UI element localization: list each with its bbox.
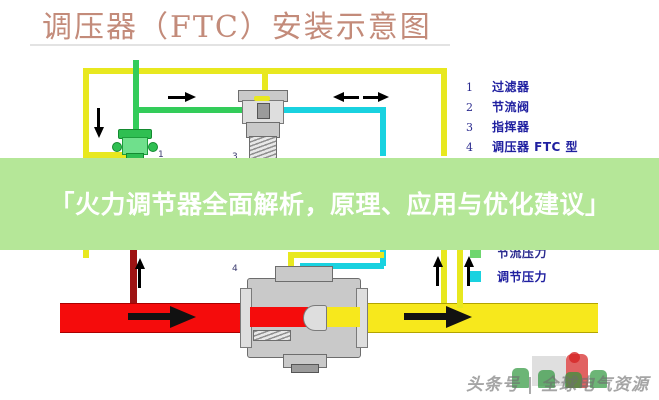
component-pilot-diaphragm-yellow: [254, 96, 270, 101]
regulator-internal-yellow: [320, 307, 360, 327]
watermark-person-green-4-icon: [590, 370, 607, 388]
arrow-down-head: [94, 127, 104, 138]
component-filter-port-right: [148, 142, 158, 152]
part-number: 1: [466, 81, 473, 94]
parts-legend: 1 过滤器 2 节流阀 3 指挥器 4 调压器 FTC 型: [466, 78, 651, 158]
arrow-green-tail: [168, 96, 186, 99]
color-legend-label: 调节压力: [497, 269, 548, 284]
pipe-cyan-lower-horizontal: [300, 263, 384, 269]
callout-number-4: 4: [232, 264, 238, 274]
arrow-green-head: [185, 92, 196, 102]
pipe-cyan-horizontal: [278, 107, 386, 113]
pipe-green-horizontal: [133, 107, 260, 113]
color-swatch: [470, 246, 481, 258]
part-number: 4: [466, 141, 473, 154]
watermark-text: 头条号 | 全球电气资源: [466, 375, 650, 395]
arrow-down-tail: [97, 108, 100, 128]
component-pilot-valve-plug: [257, 103, 270, 119]
part-name: 过滤器: [492, 80, 530, 94]
component-regulator-bottom-bolt: [291, 364, 319, 373]
arrow-cyan-left-head: [333, 92, 344, 102]
part-number: 3: [466, 121, 473, 134]
part-name: 节流阀: [492, 100, 530, 114]
overlay-headline-text: 「火力调节器全面解析，原理、应用与优化建议」: [49, 189, 611, 219]
arrow-right-up-head-a: [433, 256, 443, 267]
arrow-cyan-right-head: [378, 92, 389, 102]
big-arrow-inlet-head: [170, 306, 196, 328]
part-name: 调压器 FTC 型: [492, 140, 579, 154]
watermark-person-green-2-icon: [538, 370, 555, 388]
title-divider: [30, 44, 450, 46]
parts-legend-row: 4 调压器 FTC 型: [466, 138, 651, 158]
parts-legend-row: 1 过滤器: [466, 78, 651, 98]
pipe-yellow-riser-extra: [457, 248, 463, 308]
diagram-title: 调压器（FTC）安装示意图: [42, 10, 432, 45]
part-name: 指挥器: [492, 120, 530, 134]
arrow-right-up-head-b: [464, 256, 474, 267]
arrow-right-up-tail-a: [436, 266, 439, 286]
parts-legend-row: 2 节流阀: [466, 98, 651, 118]
pipe-green-vertical: [133, 107, 139, 149]
big-arrow-inlet-tail: [128, 313, 172, 320]
callout-number-3: 3: [232, 152, 238, 162]
pipe-yellow-center-riser: [262, 68, 268, 98]
regulator-lower-spring: [253, 330, 291, 341]
watermark-person-green-1-icon: [512, 368, 529, 388]
component-filter-port-left: [112, 142, 122, 152]
big-arrow-outlet-tail: [404, 313, 448, 320]
arrow-tap-up-head: [135, 258, 145, 269]
watermark-person-green-3-icon: [565, 372, 582, 388]
regulator-internal-red: [250, 307, 308, 327]
pipe-yellow-right-vertical: [441, 68, 447, 156]
pipe-yellow-right-vertical-lower: [441, 248, 447, 314]
part-number: 2: [466, 101, 473, 114]
component-regulator-top-bonnet: [275, 266, 333, 282]
watermark: 头条号 | 全球电气资源: [466, 352, 654, 398]
regulator-valve-seat: [303, 305, 327, 331]
parts-legend-row: 3 指挥器: [466, 118, 651, 138]
pipe-yellow-left-vertical: [83, 68, 89, 156]
pipe-yellow-to-valve-top: [288, 252, 384, 258]
pipe-cyan-vertical: [380, 107, 386, 156]
pipe-yellow-left-elbow: [83, 152, 128, 158]
overlay-headline-band: 「火力调节器全面解析，原理、应用与优化建议」: [0, 158, 659, 250]
color-swatch: [470, 270, 481, 282]
pipe-green-upper-stem: [133, 60, 139, 108]
arrow-right-up-tail-b: [467, 266, 470, 286]
color-legend-row: 调节压力: [470, 264, 650, 288]
callout-number-1: 1: [158, 150, 164, 160]
watermark-person-head-icon: [569, 352, 580, 363]
pipe-inlet-tap-red: [130, 250, 137, 312]
arrow-cyan-right-tail: [363, 96, 379, 99]
arrow-tap-up-tail: [138, 268, 141, 288]
big-arrow-outlet-head: [446, 306, 472, 328]
arrow-cyan-left-tail: [343, 96, 359, 99]
pipe-yellow-left-vertical-lower: [83, 248, 89, 258]
